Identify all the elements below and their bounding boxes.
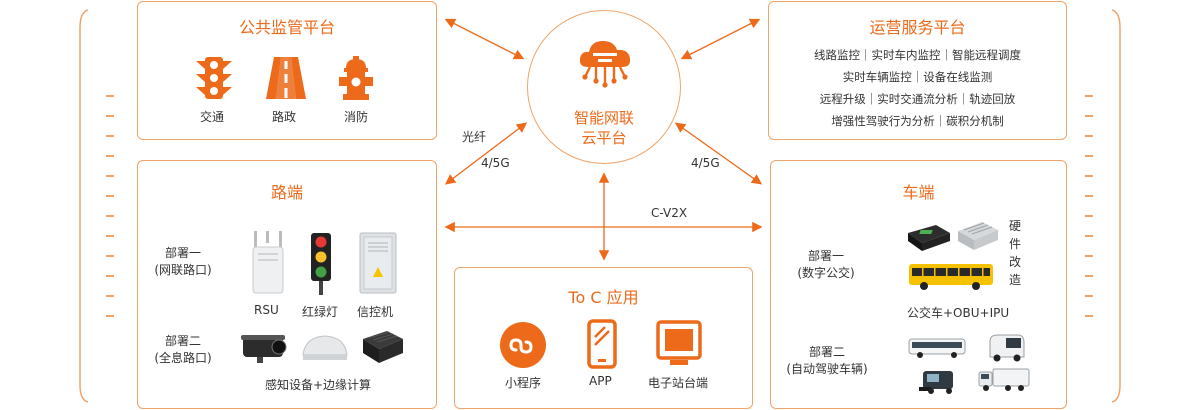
perception-edge-label: 感知设备+边缘计算 bbox=[265, 378, 372, 392]
fiber-label: 光纤 bbox=[462, 130, 487, 144]
bus-obu-ipu-label: 公交车+OBU+IPU bbox=[907, 306, 1010, 320]
phone-icon bbox=[587, 319, 617, 369]
toc-title: To C 应用 bbox=[568, 288, 639, 307]
traffic-light-icon bbox=[196, 57, 232, 99]
cloud-platform-node: 智能网联 云平台 bbox=[527, 10, 681, 164]
traffic-light-label: 红绿灯 bbox=[302, 305, 339, 319]
ops-service-line-3: 远程升级｜实时交通流分析｜轨迹回放 bbox=[819, 92, 1016, 106]
arrow-cloud-ops bbox=[680, 18, 761, 60]
road-icon bbox=[266, 57, 306, 99]
autonomous-bus-image bbox=[908, 338, 966, 358]
cloud-title-line1: 智能网联 bbox=[573, 109, 634, 127]
public-item-traffic-label: 交通 bbox=[200, 110, 225, 124]
camera-device-image bbox=[241, 335, 287, 363]
signal-controller-label: 信控机 bbox=[357, 305, 394, 319]
autonomous-truck-image bbox=[978, 368, 1030, 391]
right-bracket-decoration bbox=[1085, 9, 1121, 403]
retrofit-char-1: 硬 bbox=[1009, 219, 1022, 233]
roadside-title: 路端 bbox=[270, 183, 303, 202]
4g5g-left-label: 4/5G bbox=[481, 156, 510, 170]
left-bracket-decoration bbox=[79, 9, 114, 403]
public-platform-title: 公共监管平台 bbox=[238, 18, 335, 37]
toc-mini-program-label: 小程序 bbox=[505, 376, 542, 390]
ops-service-line-4: 增强性驾驶行为分析｜碳积分机制 bbox=[831, 114, 1004, 128]
vehicle-title: 车端 bbox=[902, 183, 935, 202]
retrofit-char-2: 件 bbox=[1009, 237, 1022, 251]
toc-e-station-label: 电子站台端 bbox=[648, 376, 709, 390]
retrofit-char-4: 造 bbox=[1009, 273, 1022, 287]
public-item-road-label: 路政 bbox=[272, 110, 297, 124]
bus-image bbox=[909, 264, 993, 290]
toc-panel: To C 应用 小程序 APP 电子站台端 bbox=[454, 267, 753, 409]
obu-device-image bbox=[908, 225, 950, 251]
vehicle-deploy1-line2: (数字公交) bbox=[797, 266, 855, 280]
4g5g-right-label: 4/5G bbox=[691, 156, 720, 170]
ops-platform-panel: 运营服务平台 线路监控｜实时车内监控｜智能远程调度 实时车辆监控｜设备在线监测 … bbox=[768, 1, 1067, 140]
c-v2x-label: C-V2X bbox=[651, 206, 688, 220]
signal-controller-image bbox=[359, 232, 397, 294]
mini-program-icon bbox=[500, 322, 546, 368]
arrow-cloud-roadside bbox=[444, 122, 528, 185]
roadside-panel: 路端 部署一 (网联路口) 部署二 (全息路口) RSU 红绿灯 信控机 bbox=[137, 160, 437, 409]
arrow-cloud-vehicle bbox=[674, 122, 763, 185]
roadside-deploy2-line1: 部署二 bbox=[164, 334, 201, 348]
cloud-chip-icon bbox=[579, 41, 631, 88]
public-item-fire-label: 消防 bbox=[344, 110, 369, 124]
autonomous-shuttle-image bbox=[989, 334, 1025, 362]
traffic-light-device-image bbox=[311, 233, 331, 295]
ipu-device-image bbox=[958, 222, 998, 250]
radar-device-image bbox=[302, 335, 348, 360]
rsu-device-image bbox=[252, 231, 284, 294]
arrow-cloud-public bbox=[444, 18, 525, 60]
ops-service-line-2: 实时车辆监控｜设备在线监测 bbox=[842, 70, 993, 84]
vehicle-panel: 车端 部署一 (数字公交) 部署二 (自动驾驶车辆) 硬 件 改 造 公交车+O… bbox=[770, 160, 1067, 409]
autonomous-sweeper-image bbox=[919, 371, 953, 394]
edge-computer-image bbox=[363, 331, 403, 363]
vehicle-deploy2-line2: (自动驾驶车辆) bbox=[786, 362, 868, 376]
ops-platform-title: 运营服务平台 bbox=[869, 18, 966, 37]
retrofit-char-3: 改 bbox=[1009, 255, 1022, 269]
public-platform-panel: 公共监管平台 交通 路政 消防 bbox=[137, 1, 437, 140]
roadside-deploy1-line2: (网联路口) bbox=[154, 263, 212, 277]
rsu-label: RSU bbox=[254, 303, 279, 317]
roadside-deploy2-line2: (全息路口) bbox=[154, 351, 212, 365]
cloud-title-line2: 云平台 bbox=[581, 129, 627, 147]
toc-app-label: APP bbox=[589, 374, 612, 388]
roadside-deploy1-line1: 部署一 bbox=[164, 246, 201, 260]
monitor-icon bbox=[656, 320, 702, 365]
ops-service-line-1: 线路监控｜实时车内监控｜智能远程调度 bbox=[814, 48, 1021, 62]
fire-hydrant-icon bbox=[339, 56, 373, 100]
vehicle-deploy1-line1: 部署一 bbox=[807, 249, 844, 263]
vehicle-deploy2-line1: 部署二 bbox=[808, 345, 845, 359]
